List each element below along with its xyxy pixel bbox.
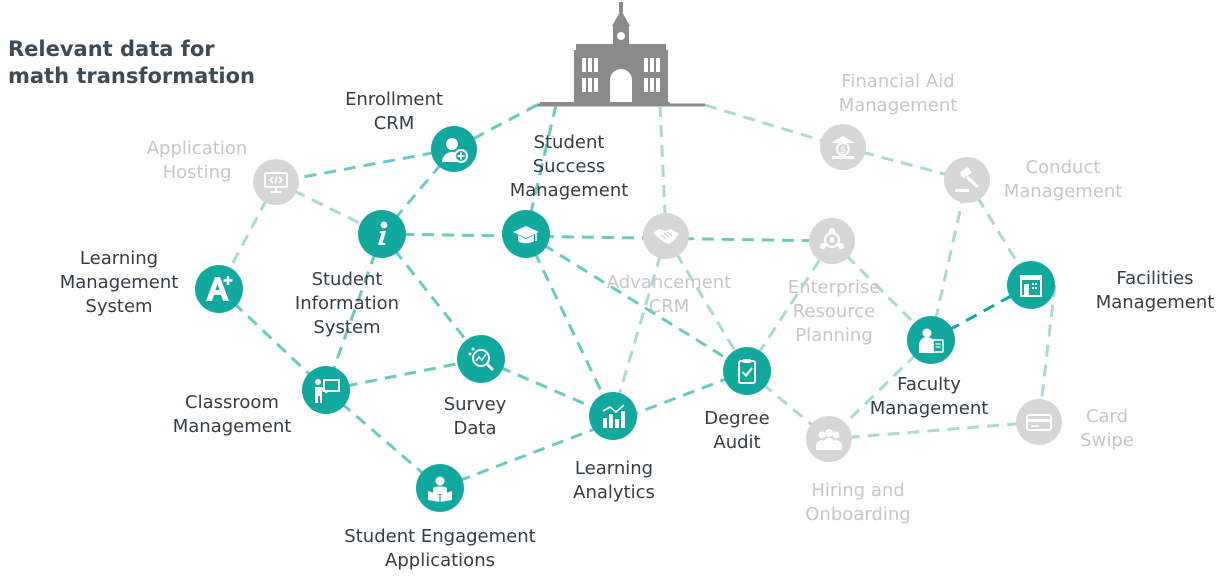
label-card-swipe: Card Swipe: [1080, 406, 1134, 451]
credit-card-icon[interactable]: [1016, 399, 1062, 445]
label-student-engagement-applications: Student Engagement Applications: [344, 526, 536, 571]
edge-sis-classroom: [324, 233, 384, 391]
campus-building-icon: [540, 0, 670, 110]
edge-hub-enrollment: [453, 103, 538, 151]
label-facilities-management: Facilities Management: [1095, 268, 1215, 313]
label-degree-audit: Degree Audit: [704, 408, 770, 453]
handshake-icon[interactable]: [643, 213, 689, 259]
edge-faculty-conduct: [929, 179, 969, 341]
edge-card-hiring: [828, 420, 1040, 441]
label-application-hosting: Application Hosting: [146, 138, 248, 183]
group-people-icon[interactable]: [806, 416, 852, 462]
edge-enrollment-application: [275, 147, 455, 184]
edge-success-analytics: [524, 233, 615, 417]
people-network-icon[interactable]: [809, 218, 855, 264]
label-learning-management-system: Learning Management System: [59, 248, 179, 317]
label-advancement-crm: Advancement CRM: [606, 272, 732, 317]
teacher-board-icon[interactable]: [302, 366, 350, 414]
label-hiring-and-onboarding: Hiring and Onboarding: [805, 480, 911, 525]
label-financial-aid-management: Financial Aid Management: [838, 71, 958, 116]
gavel-icon[interactable]: [944, 157, 990, 203]
edge-sis-erp: [381, 232, 833, 243]
magnifier-chart-icon[interactable]: [457, 335, 505, 383]
edge-sis-survey: [380, 233, 483, 360]
edge-erp-faculty: [830, 239, 933, 342]
edge-facilities-card: [1037, 284, 1057, 423]
faculty-id-icon[interactable]: [907, 316, 955, 364]
edge-advancement-audit: [664, 235, 749, 372]
graduation-cap-icon[interactable]: [502, 210, 550, 258]
edge-success-audit: [525, 232, 748, 373]
page-title: Relevant data for math transformation: [8, 37, 255, 88]
clipboard-check-icon[interactable]: [723, 347, 771, 395]
edge-advancement-analytics: [611, 235, 668, 417]
reading-student-icon[interactable]: [416, 464, 464, 512]
label-student-information-system: Student Information System: [294, 269, 400, 338]
building-icon[interactable]: [1007, 261, 1055, 309]
label-student-success-management: Student Success Management: [509, 132, 629, 201]
code-monitor-icon[interactable]: [253, 159, 299, 205]
label-conduct-management: Conduct Management: [1003, 157, 1123, 202]
svg-text:$: $: [840, 145, 846, 156]
a-plus-icon[interactable]: [195, 265, 243, 313]
edge-classroom-survey: [325, 357, 482, 392]
user-add-icon[interactable]: [431, 126, 477, 172]
label-survey-data: Survey Data: [443, 394, 507, 439]
label-classroom-management: Classroom Management: [172, 392, 292, 437]
bank-dollar-icon[interactable]: $: [820, 124, 866, 170]
label-enrollment-crm: Enrollment CRM: [345, 89, 443, 134]
label-learning-analytics: Learning Analytics: [573, 458, 655, 503]
label-enterprise-resource-planning: Enterprise Resource Planning: [787, 277, 881, 346]
info-icon[interactable]: [358, 210, 406, 258]
bar-chart-icon[interactable]: [589, 392, 637, 440]
label-faculty-management: Faculty Management: [869, 374, 989, 419]
edge-audit-erp: [745, 240, 834, 372]
